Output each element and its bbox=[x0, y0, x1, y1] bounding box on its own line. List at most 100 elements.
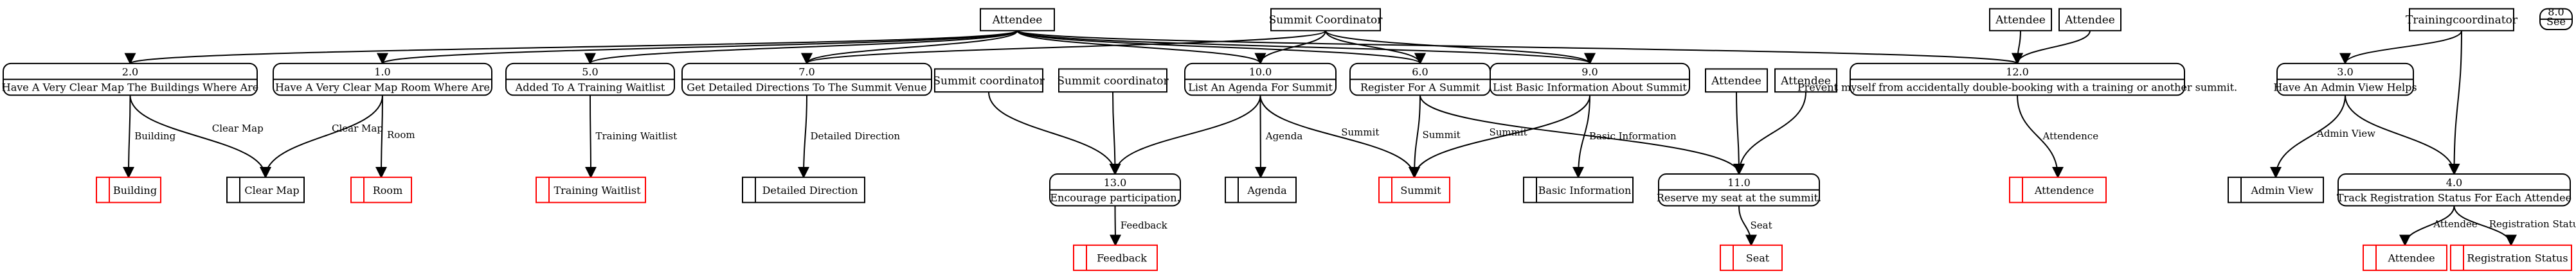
flow-arrow bbox=[377, 30, 1018, 65]
entity-label: Attendee bbox=[1995, 14, 2046, 27]
flow-label: Clear Map bbox=[332, 123, 383, 134]
store-box bbox=[96, 177, 161, 204]
store-label: Room bbox=[373, 184, 402, 196]
flow-arrow bbox=[375, 95, 388, 178]
entity-box bbox=[2409, 8, 2514, 31]
entity-label: Trainingcoordinator bbox=[2406, 14, 2518, 27]
data-store-feedback: Feedback bbox=[1073, 244, 1158, 272]
flow-label: Detailed Direction bbox=[811, 130, 901, 142]
flow-arrow bbox=[1733, 92, 1806, 175]
flow-arrow bbox=[1409, 95, 1421, 178]
process-number: 9.0 bbox=[1581, 66, 1598, 78]
flow-arrow bbox=[1738, 205, 1757, 247]
store-label: Attendee bbox=[2387, 252, 2435, 264]
external-entity-attendee-11a: Attendee bbox=[1705, 68, 1768, 93]
flow-edges bbox=[123, 30, 2517, 247]
process-number: 8.0 bbox=[2548, 6, 2564, 18]
entity-box bbox=[1270, 8, 1381, 31]
store-label: Summit bbox=[1400, 184, 1441, 196]
entity-box bbox=[1705, 68, 1768, 93]
store-box bbox=[2009, 177, 2107, 204]
flow-label: Seat bbox=[1751, 220, 1772, 231]
flow-label: Attendence bbox=[2042, 130, 2099, 142]
store-box bbox=[1073, 244, 1158, 272]
process-label: Track Registration Status For Each Atten… bbox=[2337, 191, 2571, 204]
external-entity-summit-coordinator-b: Summit coordinator bbox=[1057, 68, 1169, 93]
store-box bbox=[1720, 244, 1783, 272]
process-label: Have A Very Clear Map The Buildings Wher… bbox=[2, 81, 259, 93]
flow-label: Summit bbox=[1341, 126, 1379, 138]
data-store-room: Room bbox=[350, 177, 412, 204]
store-label: Detailed Direction bbox=[762, 184, 858, 196]
entity-box bbox=[1058, 68, 1167, 93]
data-store-waitlist: Training Waitlist bbox=[536, 177, 646, 204]
external-entity-training-coordinator: Trainingcoordinator bbox=[2406, 8, 2518, 31]
external-entity-attendee-12b: Attendee bbox=[2058, 8, 2121, 31]
entity-label: Summit coordinator bbox=[1057, 74, 1169, 87]
flow-arrow bbox=[988, 92, 1121, 175]
store-box bbox=[1378, 177, 1450, 204]
process-label: Have A Very Clear Map Room Where Are bbox=[275, 81, 490, 93]
flow-label: Room bbox=[387, 129, 415, 141]
store-label: Building bbox=[113, 184, 157, 196]
process-number: 10.0 bbox=[1249, 66, 1272, 78]
data-store-clearmap: Clear Map bbox=[226, 177, 305, 204]
process-number: 7.0 bbox=[798, 66, 815, 78]
flow-arrow bbox=[1254, 30, 1326, 65]
flow-arrow bbox=[2453, 205, 2517, 247]
store-box bbox=[350, 177, 412, 204]
flow-arrow bbox=[1325, 30, 1426, 65]
process-label: Get Detailed Directions To The Summit Ve… bbox=[687, 81, 926, 93]
process-number: 3.0 bbox=[2337, 66, 2353, 78]
process-number: 11.0 bbox=[1727, 177, 1751, 189]
flow-label: Registration Status bbox=[2489, 218, 2576, 230]
external-entity-attendee-12a: Attendee bbox=[1989, 8, 2052, 31]
store-box bbox=[2363, 244, 2447, 272]
process-label: Added To A Training Waitlist bbox=[515, 81, 665, 93]
flow-label: Building bbox=[134, 130, 176, 142]
flow-arrow bbox=[1109, 92, 1121, 175]
data-store-summit: Summit bbox=[1378, 177, 1450, 204]
flow-label: Clear Map bbox=[212, 123, 264, 134]
store-box bbox=[1523, 177, 1634, 204]
flow-arrow bbox=[1419, 95, 1745, 175]
flow-arrow bbox=[2017, 95, 2064, 178]
process-label: See bbox=[2546, 15, 2566, 28]
flow-arrow bbox=[2270, 95, 2346, 178]
store-box bbox=[742, 177, 865, 204]
store-label: Admin View bbox=[2250, 184, 2313, 196]
entity-box bbox=[1989, 8, 2052, 31]
flow-arrow bbox=[2339, 30, 2462, 65]
flow-label: Summit bbox=[1490, 126, 1527, 138]
data-store-basicinfo: Basic Information bbox=[1523, 177, 1634, 204]
entity-label: Attendee bbox=[1711, 74, 1761, 87]
store-label: Seat bbox=[1746, 252, 1770, 264]
flow-arrow bbox=[2012, 30, 2091, 65]
flow-arrow bbox=[798, 95, 810, 178]
process-label: Reserve my seat at the summit. bbox=[1657, 191, 1821, 204]
process-number: 12.0 bbox=[2006, 66, 2029, 78]
flow-arrow bbox=[584, 95, 597, 178]
data-store-adminview: Admin View bbox=[2228, 177, 2324, 204]
flow-label: Training Waitlist bbox=[596, 130, 678, 142]
flow-label: Agenda bbox=[1265, 130, 1303, 142]
flow-label: Summit bbox=[1423, 129, 1461, 141]
store-box bbox=[1225, 177, 1297, 204]
flow-arrow bbox=[1016, 30, 1596, 65]
flow-arrow bbox=[1109, 205, 1121, 247]
process-number: 13.0 bbox=[1104, 177, 1127, 189]
flow-arrow bbox=[1016, 30, 1266, 65]
process-number: 4.0 bbox=[2446, 177, 2462, 189]
flow-arrow bbox=[801, 30, 1326, 65]
